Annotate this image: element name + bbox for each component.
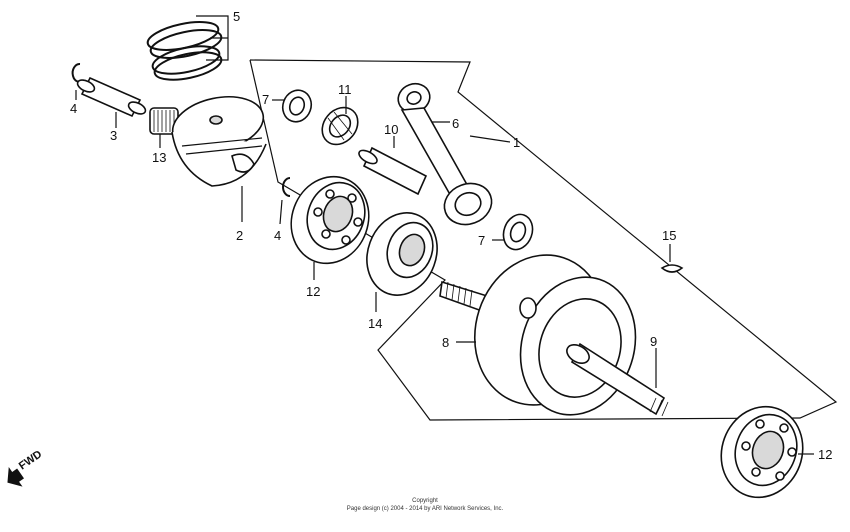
connecting-rod xyxy=(397,82,493,226)
callout-10: 10 xyxy=(384,122,398,137)
piston-pin xyxy=(76,76,147,118)
fwd-label: FWD xyxy=(17,448,44,472)
forward-arrow: FWD xyxy=(7,448,44,487)
callout-8: 8 xyxy=(442,335,449,350)
copyright-line-2: Page design (c) 2004 - 2014 by ARI Netwo… xyxy=(347,506,504,512)
callout-1: 1 xyxy=(513,135,520,150)
piston xyxy=(171,96,267,187)
callout-4-right: 4 xyxy=(274,228,281,243)
crankshaft-bearing-left xyxy=(290,175,370,265)
copyright-line-1: Copyright xyxy=(412,498,438,504)
crankshaft xyxy=(439,254,669,417)
woodruff-key xyxy=(660,264,684,273)
callout-13: 13 xyxy=(152,150,166,165)
thrust-washer-lower xyxy=(502,213,534,251)
callout-9: 9 xyxy=(650,334,657,349)
callout-7-top: 7 xyxy=(262,92,269,107)
big-end-bearing xyxy=(321,106,359,146)
callout-15: 15 xyxy=(662,228,676,243)
crank-pin xyxy=(358,146,428,196)
callout-4-left: 4 xyxy=(70,101,77,116)
crankshaft-bearing-right xyxy=(720,405,804,499)
callout-7-lower: 7 xyxy=(478,233,485,248)
callout-14: 14 xyxy=(368,316,382,331)
callout-11: 11 xyxy=(338,82,352,97)
callout-12-right: 12 xyxy=(818,447,832,462)
callout-2: 2 xyxy=(236,228,243,243)
callout-6: 6 xyxy=(452,116,459,131)
piston-rings xyxy=(146,21,223,81)
callout-12-left: 12 xyxy=(306,284,320,299)
piston-pin-clip-right xyxy=(282,177,291,197)
thrust-washer-top xyxy=(281,89,313,123)
callout-3: 3 xyxy=(110,128,117,143)
oil-seal xyxy=(366,212,438,296)
callout-5: 5 xyxy=(233,9,240,24)
